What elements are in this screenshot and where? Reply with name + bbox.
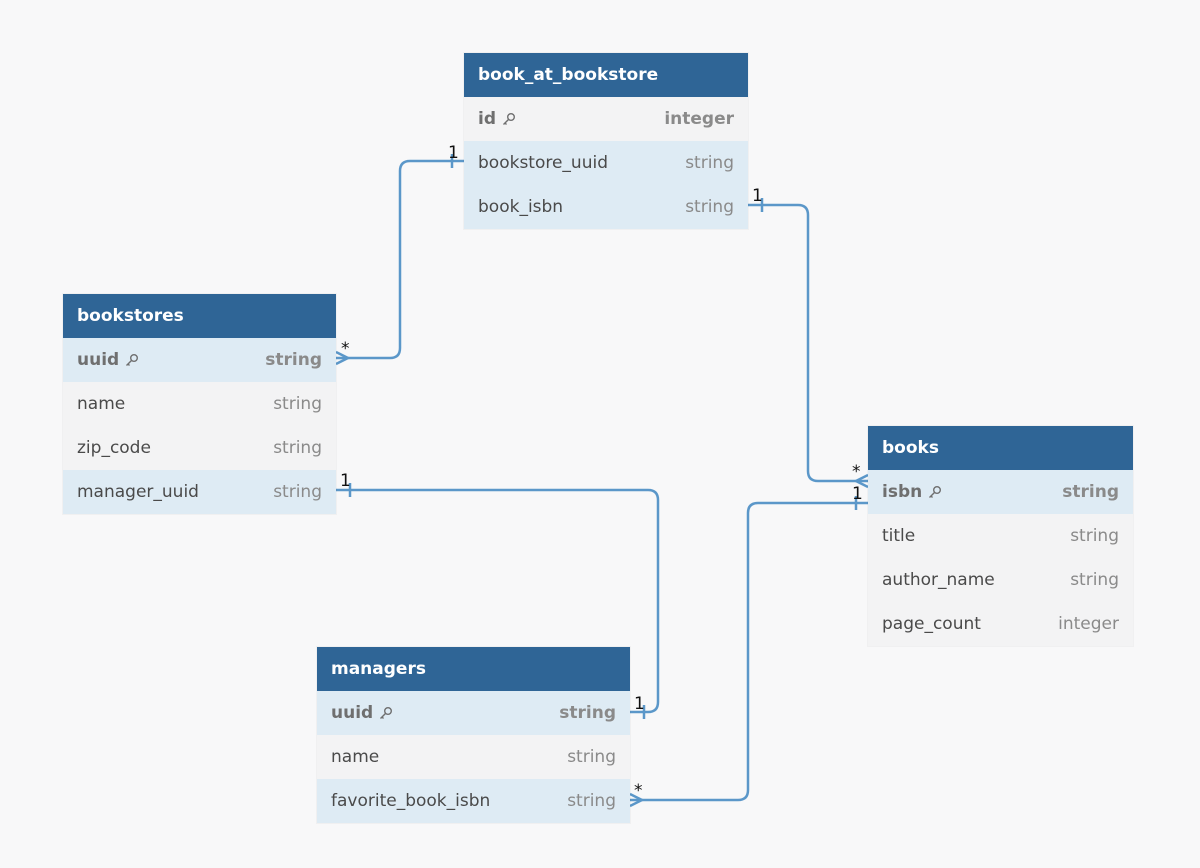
field-row[interactable]: favorite_book_isbn string <box>317 779 630 823</box>
table-book-at-bookstore[interactable]: book_at_bookstore id integer bookstore_u… <box>464 53 748 229</box>
field-row[interactable]: title string <box>868 514 1133 558</box>
field-name: bookstore_uuid <box>478 153 608 173</box>
table-books[interactable]: books isbn string title string author_na… <box>868 426 1133 646</box>
field-row[interactable]: uuid string <box>63 338 336 382</box>
field-name: isbn <box>882 482 923 502</box>
field-row[interactable]: book_isbn string <box>464 185 748 229</box>
field-name: uuid <box>331 703 374 723</box>
field-name-cell: uuid <box>77 350 139 370</box>
field-row[interactable]: zip_code string <box>63 426 336 470</box>
field-name: manager_uuid <box>77 482 199 502</box>
link-managers-books[interactable] <box>630 501 868 802</box>
field-name: name <box>331 747 380 767</box>
crow-foot-many <box>854 473 869 489</box>
field-type: string <box>1070 526 1119 546</box>
field-type: string <box>273 438 322 458</box>
table-bookstores[interactable]: bookstores uuid string name string zip_c… <box>63 294 336 514</box>
field-row[interactable]: bookstore_uuid string <box>464 141 748 185</box>
link-bookstores-book-at-bookstore[interactable] <box>336 159 464 360</box>
field-row[interactable]: manager_uuid string <box>63 470 336 514</box>
field-type: integer <box>664 109 734 129</box>
field-name: book_isbn <box>478 197 564 217</box>
field-type: string <box>685 197 734 217</box>
table-header[interactable]: bookstores <box>63 294 336 338</box>
field-type: integer <box>1058 614 1119 634</box>
primary-key-icon <box>502 112 516 126</box>
cardinality-label: * <box>852 462 861 482</box>
primary-key-icon <box>928 485 942 499</box>
field-name-cell: uuid <box>331 703 393 723</box>
field-type: string <box>567 747 616 767</box>
field-name: name <box>77 394 126 414</box>
field-type: string <box>559 703 616 723</box>
field-name: author_name <box>882 570 995 590</box>
field-row[interactable]: name string <box>317 735 630 779</box>
crow-foot-many <box>335 350 350 366</box>
cardinality-label: 1 <box>634 694 645 714</box>
field-name: id <box>478 109 496 129</box>
field-row[interactable]: page_count integer <box>868 602 1133 646</box>
field-type: string <box>273 394 322 414</box>
field-name: zip_code <box>77 438 151 458</box>
primary-key-icon <box>379 706 393 720</box>
field-type: string <box>265 350 322 370</box>
field-type: string <box>1070 570 1119 590</box>
field-row[interactable]: id integer <box>464 97 748 141</box>
cardinality-label: 1 <box>852 484 863 504</box>
field-type: string <box>567 791 616 811</box>
field-row[interactable]: name string <box>63 382 336 426</box>
table-header[interactable]: managers <box>317 647 630 691</box>
cardinality-label: * <box>341 339 350 359</box>
table-header[interactable]: book_at_bookstore <box>464 53 748 97</box>
field-row[interactable]: uuid string <box>317 691 630 735</box>
field-name: uuid <box>77 350 120 370</box>
cardinality-label: * <box>634 781 643 801</box>
field-name-cell: isbn <box>882 482 942 502</box>
field-type: string <box>1062 482 1119 502</box>
field-name: title <box>882 526 916 546</box>
cardinality-label: 1 <box>448 143 459 163</box>
field-name-cell: id <box>478 109 516 129</box>
field-type: string <box>273 482 322 502</box>
crow-foot-many <box>629 792 644 808</box>
field-name: favorite_book_isbn <box>331 791 491 811</box>
cardinality-label: 1 <box>340 471 351 491</box>
table-managers[interactable]: managers uuid string name string favorit… <box>317 647 630 823</box>
link-book-at-bookstore-books[interactable] <box>748 203 868 483</box>
cardinality-label: 1 <box>752 186 763 206</box>
field-type: string <box>685 153 734 173</box>
link-bookstores-managers[interactable] <box>336 488 660 714</box>
field-name: page_count <box>882 614 981 634</box>
field-row[interactable]: author_name string <box>868 558 1133 602</box>
table-header[interactable]: books <box>868 426 1133 470</box>
primary-key-icon <box>125 353 139 367</box>
field-row[interactable]: isbn string <box>868 470 1133 514</box>
